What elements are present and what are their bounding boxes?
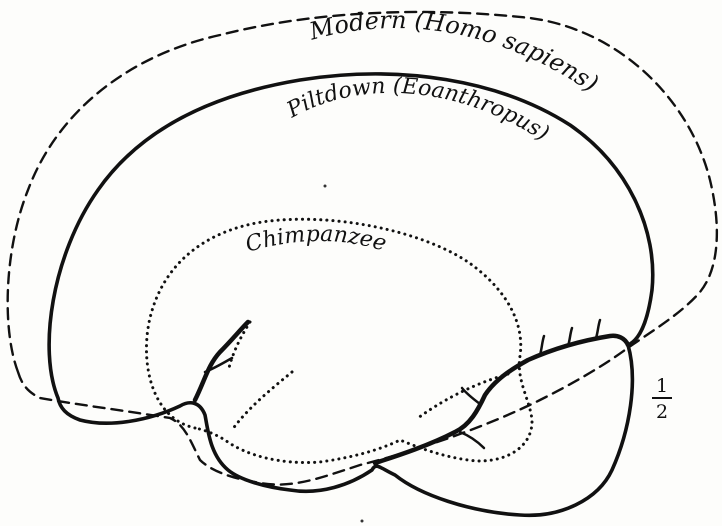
piltdown-fissure-twig-4 <box>462 388 480 404</box>
scale-numerator: 1 <box>656 375 668 397</box>
chimpanzee-brain-outline <box>146 219 532 462</box>
piltdown-fissure-twig-3 <box>596 320 600 338</box>
scale-denominator: 2 <box>656 401 668 423</box>
print-speck <box>324 185 327 188</box>
print-speck <box>361 520 364 523</box>
piltdown-sylvian-fissure <box>195 322 248 400</box>
label-chimpanzee: Chimpanzee <box>243 222 389 258</box>
piltdown-lower-fissure <box>375 336 628 463</box>
piltdown-fissure-twig-5 <box>460 432 484 448</box>
piltdown-brain-outline <box>49 74 653 515</box>
chimpanzee-sulcus-1 <box>232 372 292 430</box>
label-piltdown: Piltdown (Eoanthropus) <box>282 74 553 147</box>
